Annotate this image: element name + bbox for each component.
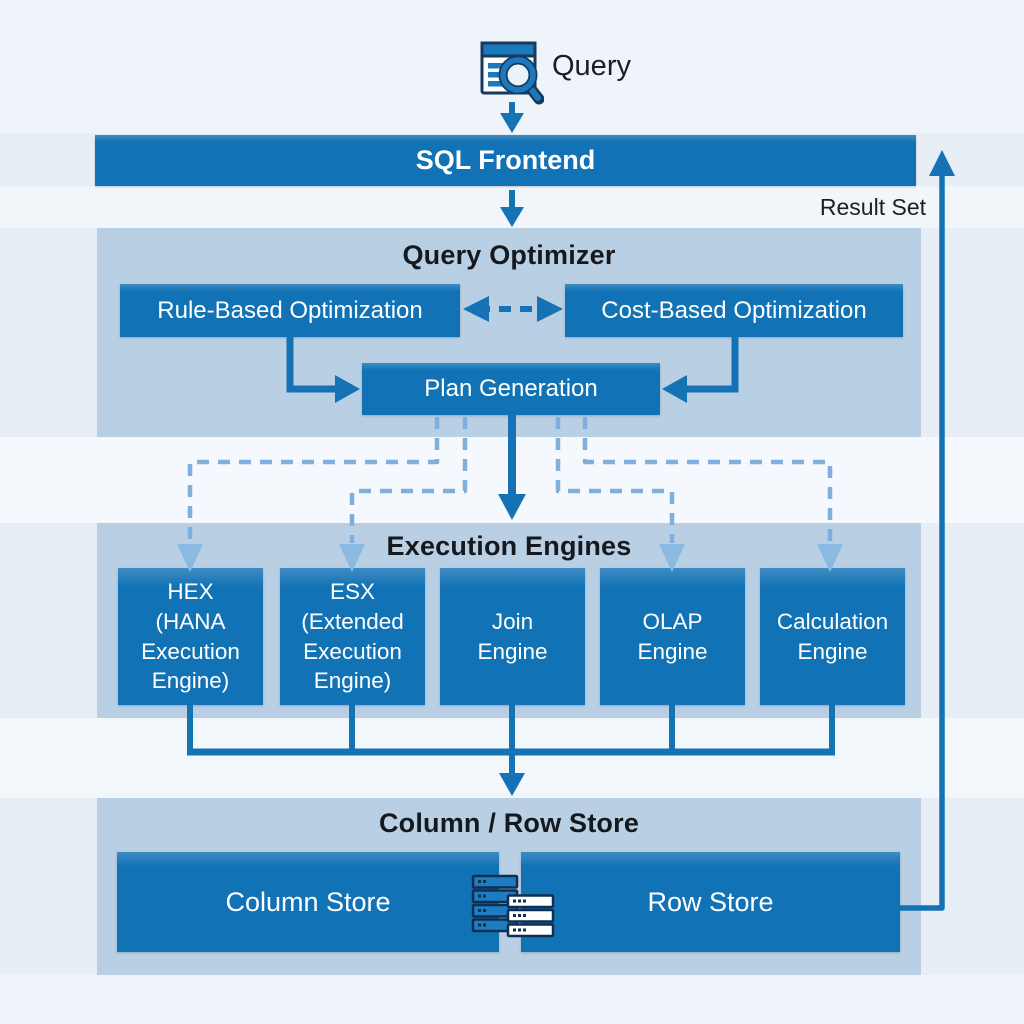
database-servers-icon: [471, 874, 555, 938]
execution-engines-title: Execution Engines: [386, 531, 632, 561]
column-row-store-title: Column / Row Store: [378, 808, 640, 838]
background-stripe: [0, 975, 1024, 1024]
column-store-box: Column Store: [117, 852, 499, 952]
query-label: Query: [552, 50, 631, 82]
join-engine-box: Join Engine: [440, 568, 585, 705]
esx-engine-box: ESX (Extended Execution Engine): [280, 568, 425, 705]
calculation-engine-box: Calculation Engine: [760, 568, 905, 705]
sql-frontend-box: SQL Frontend: [95, 135, 916, 186]
query-optimizer-title: Query Optimizer: [402, 240, 616, 270]
olap-engine-box: OLAP Engine: [600, 568, 745, 705]
plan-generation-box: Plan Generation: [362, 363, 660, 415]
rule-based-optimization-box: Rule-Based Optimization: [120, 284, 460, 337]
result-set-label: Result Set: [819, 194, 926, 220]
background-stripe: [0, 437, 1024, 523]
cost-based-optimization-box: Cost-Based Optimization: [565, 284, 903, 337]
hex-engine-box: HEX (HANA Execution Engine): [118, 568, 263, 705]
query-search-window-icon: [480, 41, 544, 105]
row-store-box: Row Store: [521, 852, 900, 952]
background-stripe: [0, 718, 1024, 798]
